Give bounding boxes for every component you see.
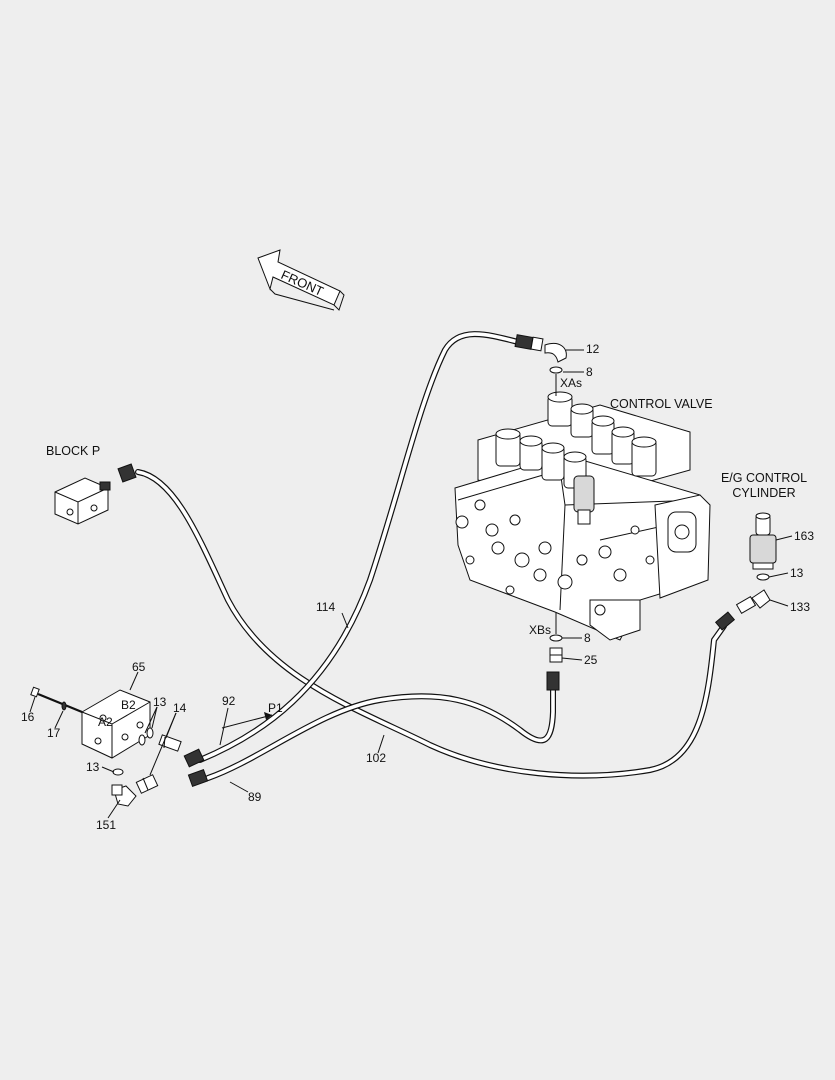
callout-102: 102 [366,751,386,765]
p1-arrow [221,712,273,729]
front-label: FRONT [279,267,326,299]
xas-fitting [544,343,567,396]
hose-fittings [117,334,736,788]
label-eg-cylinder: CYLINDER [732,486,795,500]
port-p1: P1 [268,701,283,715]
callout-13-cylinder: 13 [790,566,804,580]
port-labels: XAs XBs P1 A2 B2 [98,376,582,729]
block-p [54,477,111,525]
port-xas: XAs [560,376,582,390]
eg-control-cylinder [735,512,777,615]
hose-114 [135,469,727,779]
callout-13-block: 13 [153,695,167,709]
orings-13 [112,727,154,776]
bolt-16 [30,686,83,714]
callout-151: 151 [96,818,116,832]
callout-92: 92 [222,694,236,708]
callout-12: 12 [586,342,600,356]
control-valve [454,391,711,641]
label-eg-control: E/G CONTROL [721,471,807,485]
component-labels: CONTROL VALVE BLOCK P E/G CONTROL CYLIND… [46,397,807,500]
callout-17: 17 [47,726,61,740]
callout-8-top: 8 [586,365,593,379]
label-control-valve: CONTROL VALVE [610,397,713,411]
valve-ports [455,499,655,616]
block-65 [81,689,151,759]
front-arrow: FRONT [257,249,345,311]
callout-65: 65 [132,660,146,674]
washer-17 [61,701,67,711]
leader-lines [29,349,793,819]
callout-13-elbow: 13 [86,760,100,774]
hose-89 [205,677,556,781]
port-a2: A2 [98,715,113,729]
callout-25: 25 [584,653,598,667]
callout-16: 16 [21,710,35,724]
port-xbs: XBs [529,623,551,637]
callout-89: 89 [248,790,262,804]
spool-caps [495,391,657,525]
callout-numbers: 12 8 8 25 163 13 133 114 102 65 16 17 13… [21,342,814,832]
callout-133: 133 [790,600,810,614]
callout-163: 163 [794,529,814,543]
callout-8-bottom: 8 [584,631,591,645]
callout-114: 114 [316,600,335,614]
port-b2: B2 [121,698,136,712]
label-block-p: BLOCK P [46,444,100,458]
callout-14: 14 [173,701,187,715]
hose-92 [197,331,525,763]
elbow-151 [111,784,137,807]
xbs-fitting [549,612,563,663]
